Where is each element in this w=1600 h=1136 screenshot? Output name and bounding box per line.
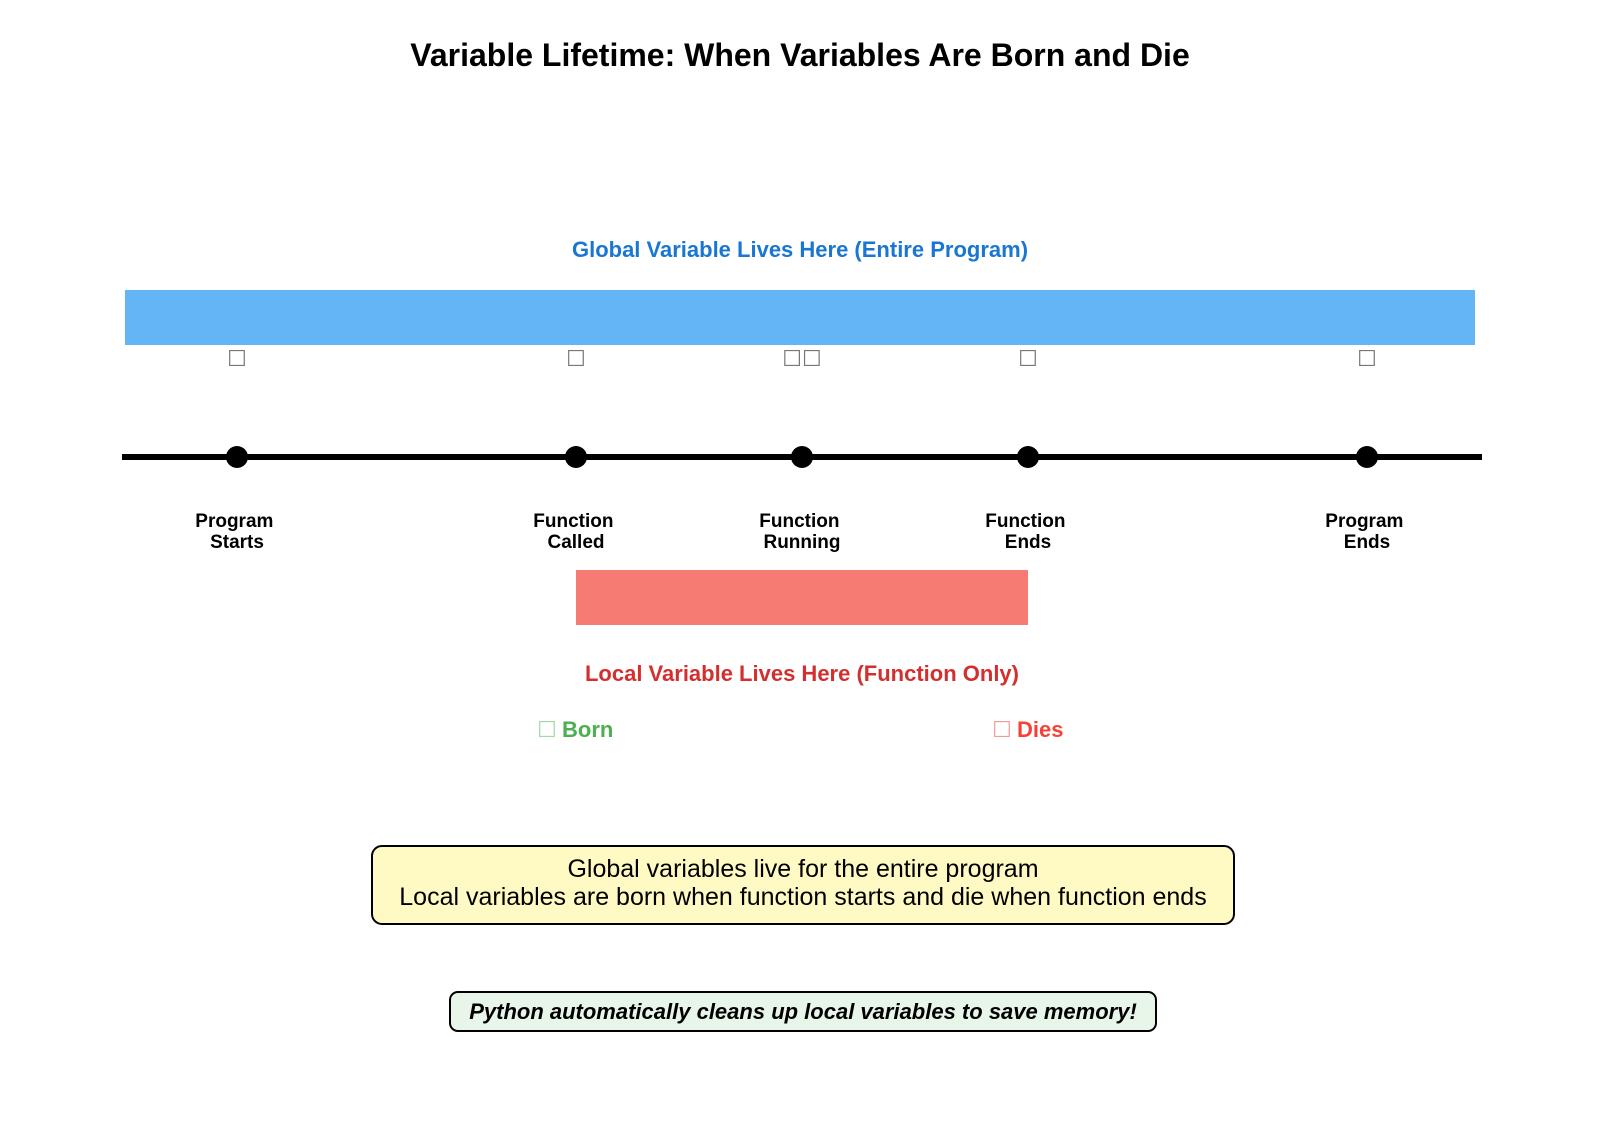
glyph-function-called: ☐	[566, 347, 586, 372]
summary-line-1: Global variables live for the entire pro…	[567, 855, 1038, 883]
marker-program-ends	[1356, 446, 1378, 468]
summary-line-2: Local variables are born when function s…	[399, 883, 1206, 911]
diagram-title: Variable Lifetime: When Variables Are Bo…	[410, 37, 1189, 73]
milestone-line1: Program	[195, 511, 273, 532]
marker-program-starts	[226, 446, 248, 468]
timeline-markers	[226, 446, 1378, 468]
milestone-label-program-starts: Program Starts	[195, 511, 278, 553]
milestone-label-function-called: Function Called	[533, 511, 618, 553]
dies-event: ☐ Dies	[992, 717, 1063, 743]
milestone-line1: Function	[985, 511, 1065, 532]
glyph-function-ends: ☐	[1018, 347, 1038, 372]
milestone-label-function-ends: Function Ends	[985, 511, 1070, 553]
milestone-glyphs: ☐ ☐ ☐☐ ☐ ☐	[227, 347, 1377, 372]
global-region-label: Global Variable Lives Here (Entire Progr…	[572, 237, 1028, 262]
dies-label: Dies	[1017, 717, 1063, 742]
summary-box	[371, 845, 1235, 925]
born-event: ☐ Born	[537, 717, 613, 743]
tip-text: Python automatically cleans up local var…	[469, 999, 1137, 1024]
milestone-line2: Starts	[210, 532, 264, 553]
born-glyph-icon: ☐	[537, 718, 557, 743]
local-region-label: Local Variable Lives Here (Function Only…	[585, 661, 1019, 686]
milestone-label-function-running: Function Running	[759, 511, 844, 553]
milestone-line1: Function	[759, 511, 839, 532]
milestone-line1: Program	[1325, 511, 1403, 532]
milestone-labels: Program Starts Function Called Function …	[195, 511, 1408, 553]
global-lifetime-bar	[125, 290, 1475, 345]
marker-function-called	[565, 446, 587, 468]
milestone-line1: Function	[533, 511, 613, 532]
tip-box	[449, 991, 1157, 1032]
milestone-line2: Called	[547, 532, 604, 553]
milestone-label-program-ends: Program Ends	[1325, 511, 1408, 553]
milestone-line2: Running	[763, 532, 840, 553]
marker-function-ends	[1017, 446, 1039, 468]
milestone-line2: Ends	[1344, 532, 1390, 553]
glyph-function-running: ☐☐	[782, 347, 821, 372]
glyph-program-starts: ☐	[227, 347, 247, 372]
born-label: Born	[562, 717, 613, 742]
dies-glyph-icon: ☐	[992, 718, 1012, 743]
marker-function-running	[791, 446, 813, 468]
glyph-program-ends: ☐	[1357, 347, 1377, 372]
milestone-line2: Ends	[1005, 532, 1051, 553]
local-lifetime-bar	[576, 570, 1028, 625]
